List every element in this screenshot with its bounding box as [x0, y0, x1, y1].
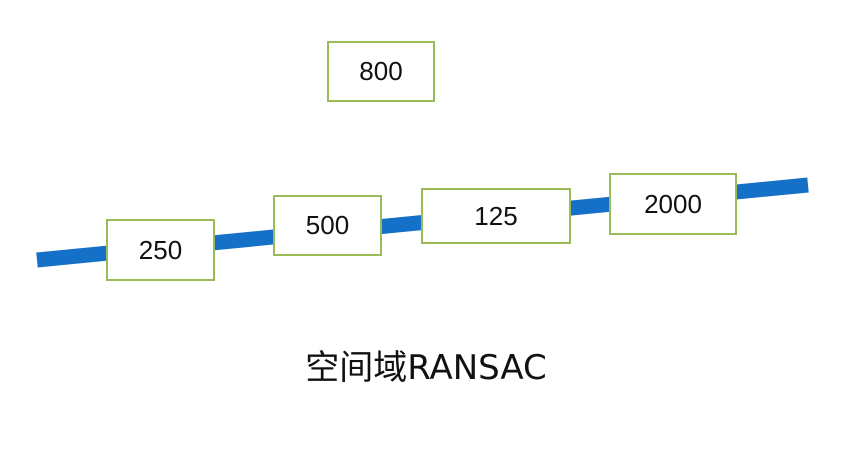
value-label-2000: 2000 — [644, 188, 702, 219]
value-label-800: 800 — [359, 56, 403, 86]
value-label-125: 125 — [474, 200, 518, 231]
value-box-800: 800 — [327, 41, 435, 102]
diagram-caption: 空间域RANSAC — [305, 348, 547, 388]
value-box-2000: 2000 — [609, 173, 737, 235]
value-box-500: 500 — [273, 195, 382, 256]
value-box-250: 250 — [106, 219, 215, 281]
value-box-125: 125 — [421, 188, 571, 244]
value-label-250: 250 — [138, 234, 183, 265]
value-label-500: 500 — [305, 210, 350, 240]
